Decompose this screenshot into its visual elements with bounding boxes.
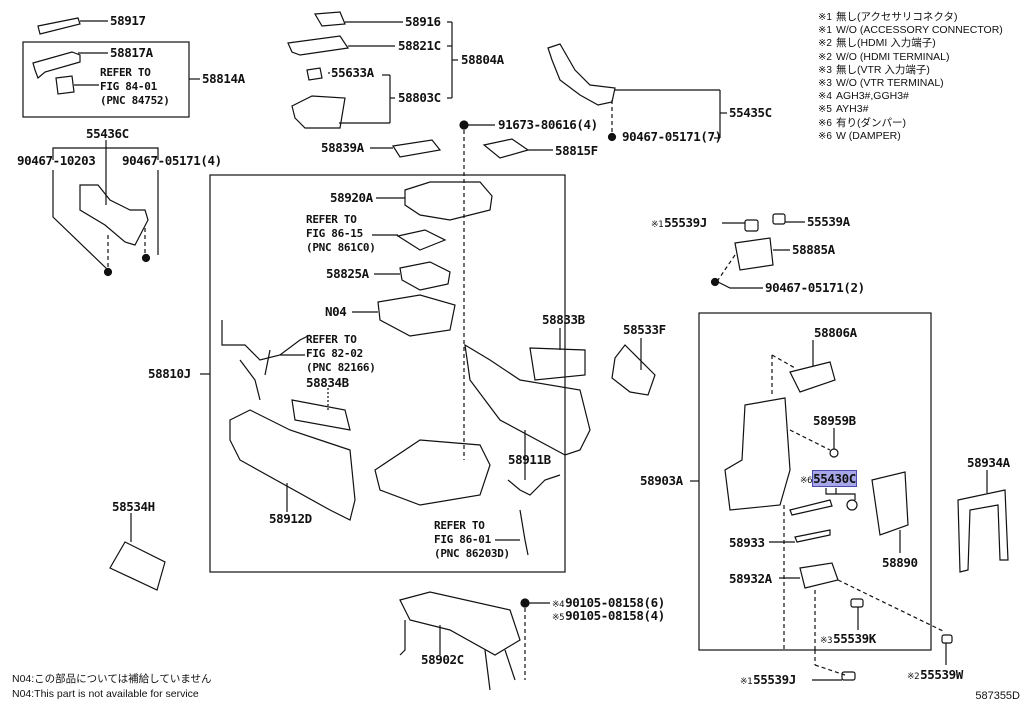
part-58902C-shape bbox=[399, 591, 550, 691]
part-label-58804A[interactable]: 58804A bbox=[461, 52, 504, 67]
part-label-58920A[interactable]: 58920A bbox=[330, 190, 373, 205]
part-label-58810J[interactable]: 58810J bbox=[148, 366, 191, 381]
part-55430C-shape bbox=[789, 488, 858, 516]
part-label-58803C[interactable]: 58803C bbox=[398, 90, 441, 105]
harness-fig82-02-shape bbox=[221, 320, 311, 401]
part-58825A-shape bbox=[374, 261, 451, 291]
part-55539J-bottom-shape bbox=[812, 650, 856, 681]
part-label-58903A[interactable]: 58903A bbox=[640, 473, 683, 488]
part-label-58533F[interactable]: 58533F bbox=[623, 322, 666, 337]
part-label-58934A[interactable]: 58934A bbox=[967, 455, 1010, 470]
part-label-91673-80616[interactable]: 91673-80616(4) bbox=[498, 117, 598, 132]
part-label-58890[interactable]: 58890 bbox=[882, 555, 918, 570]
refer-fig-86-15[interactable]: REFER TO FIG 86-15 (PNC 861C0) bbox=[306, 213, 376, 254]
part-label-90467-05171-7[interactable]: 90467-05171(7) bbox=[622, 129, 722, 144]
part-58890-shape bbox=[871, 471, 909, 553]
part-label-58933[interactable]: 58933 bbox=[729, 535, 765, 550]
refer-fig-84-01[interactable]: REFER TO FIG 84-01 (PNC 84752) bbox=[100, 66, 170, 107]
part-label-55539J-top[interactable]: ※155539J bbox=[651, 215, 707, 231]
part-label-58821C[interactable]: 58821C bbox=[398, 38, 441, 53]
part-label-58817A[interactable]: 58817A bbox=[110, 45, 153, 60]
part-label-58932A[interactable]: 58932A bbox=[729, 571, 772, 586]
part-55435C-shape bbox=[547, 43, 727, 142]
part-label-58917[interactable]: 58917 bbox=[110, 13, 146, 28]
part-55539K-shape bbox=[850, 598, 864, 630]
highlighted-part-number: 55430C bbox=[812, 470, 857, 487]
diagram-code: 587355D bbox=[975, 690, 1020, 702]
part-58959B-shape bbox=[789, 428, 839, 458]
part-N04-shape bbox=[352, 294, 456, 337]
part-label-58912D[interactable]: 58912D bbox=[269, 511, 312, 526]
part-label-58806A[interactable]: 58806A bbox=[814, 325, 857, 340]
part-58912D-shape bbox=[229, 409, 356, 521]
part-58817A-shape bbox=[32, 51, 108, 95]
part-58885A-group-shapes bbox=[710, 213, 805, 289]
part-label-58839A[interactable]: 58839A bbox=[321, 140, 364, 155]
part-label-58885A[interactable]: 58885A bbox=[792, 242, 835, 257]
part-label-55539W[interactable]: ※255539W bbox=[907, 667, 963, 683]
part-58804A-shapes bbox=[287, 11, 458, 158]
refer-fig-82-02[interactable]: REFER TO FIG 82-02 (PNC 82166) bbox=[306, 333, 376, 374]
part-label-90467-10203[interactable]: 90467-10203 bbox=[17, 153, 96, 168]
part-label-58834B[interactable]: 58834B bbox=[306, 375, 349, 390]
part-58917-shape bbox=[37, 17, 108, 35]
part-label-55436C[interactable]: 55436C bbox=[86, 126, 129, 141]
part-label-58814A[interactable]: 58814A bbox=[202, 71, 245, 86]
part-label-58815F[interactable]: 58815F bbox=[555, 143, 598, 158]
part-label-90105-08158-6[interactable]: ※490105-08158(6) bbox=[552, 595, 665, 611]
part-label-58534H[interactable]: 58534H bbox=[112, 499, 155, 514]
part-58920A-shape bbox=[376, 181, 493, 221]
part-55436C-shape bbox=[52, 140, 159, 277]
part-label-58916[interactable]: 58916 bbox=[405, 14, 441, 29]
part-label-N04[interactable]: N04 bbox=[325, 304, 347, 319]
part-58534H-shape bbox=[109, 513, 166, 591]
refer-fig-86-01[interactable]: REFER TO FIG 86-01 (PNC 86203D) bbox=[434, 519, 510, 560]
part-55539W-shape bbox=[941, 634, 953, 665]
bezel-58903A-shape bbox=[724, 397, 791, 511]
part-label-90105-08158-4[interactable]: ※590105-08158(4) bbox=[552, 608, 665, 624]
part-label-55430C[interactable]: ※655430C bbox=[800, 470, 857, 487]
part-label-58825A[interactable]: 58825A bbox=[326, 266, 369, 281]
part-label-58959B[interactable]: 58959B bbox=[813, 413, 856, 428]
part-58833B-shape bbox=[529, 328, 586, 381]
part-label-55539A[interactable]: 55539A bbox=[807, 214, 850, 229]
part-label-90467-05171-4[interactable]: 90467-05171(4) bbox=[122, 153, 222, 168]
part-label-55435C[interactable]: 55435C bbox=[729, 105, 772, 120]
part-58932A-shape bbox=[779, 562, 946, 650]
part-label-90467-05171-2[interactable]: 90467-05171(2) bbox=[765, 280, 865, 295]
bolt-91673-shape bbox=[459, 120, 553, 460]
part-label-55633A[interactable]: 55633A bbox=[331, 65, 374, 80]
part-58806A-shape bbox=[771, 340, 836, 395]
part-label-58902C[interactable]: 58902C bbox=[421, 652, 464, 667]
console-box-shape bbox=[374, 439, 491, 506]
note-not-available-jp: N04:この部品については補給していません bbox=[12, 673, 212, 685]
part-58834B-shape bbox=[291, 388, 351, 431]
tray-fig86-15-shape bbox=[372, 229, 447, 251]
part-58911B-shape bbox=[464, 343, 591, 480]
part-58934A-shape bbox=[957, 470, 1009, 573]
part-58533F-shape bbox=[611, 338, 656, 396]
note-not-available-en: N04:This part is not available for servi… bbox=[12, 688, 199, 700]
part-label-55539J-bottom[interactable]: ※155539J bbox=[740, 672, 796, 688]
part-label-58833B[interactable]: 58833B bbox=[542, 312, 585, 327]
part-label-58911B[interactable]: 58911B bbox=[508, 452, 551, 467]
part-label-55539K[interactable]: ※355539K bbox=[820, 631, 876, 647]
harness-fig86-01-shape bbox=[495, 474, 561, 556]
